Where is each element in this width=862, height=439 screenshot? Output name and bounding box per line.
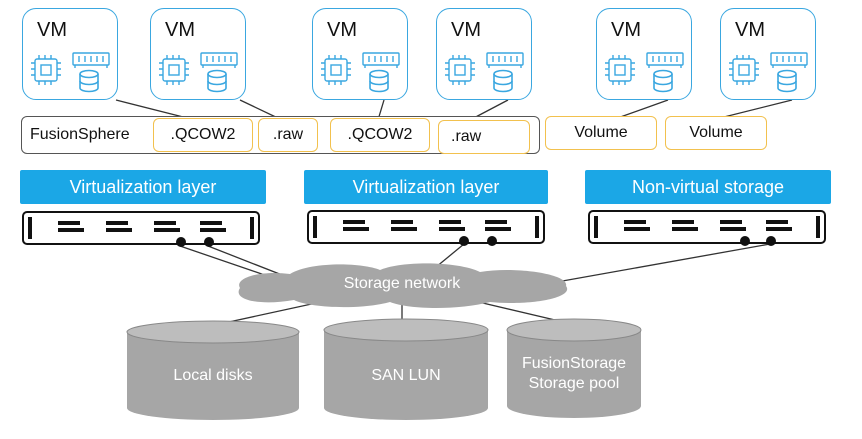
disk-icon [777, 69, 797, 93]
port-icon [204, 237, 214, 247]
memory-icon [72, 52, 110, 68]
virtualization-layer-bar: Virtualization layer [20, 170, 266, 204]
port-icon [487, 236, 497, 246]
format-raw: .raw [438, 120, 530, 154]
vm-icons [729, 52, 808, 93]
vm-icons [321, 52, 400, 93]
memory-icon [200, 52, 238, 68]
cpu-icon [31, 55, 61, 85]
port-icon [459, 236, 469, 246]
vm-label: VM [327, 19, 357, 41]
port-icon [766, 236, 776, 246]
vm-label: VM [735, 19, 765, 41]
memory-icon [646, 52, 684, 68]
vm-label: VM [165, 19, 195, 41]
disk-icon [493, 69, 513, 93]
format-raw: .raw [258, 118, 318, 152]
port-icon [740, 236, 750, 246]
vm-icons [605, 52, 684, 93]
disk-icon [653, 69, 673, 93]
memory-icon [362, 52, 400, 68]
vm-box: VM [436, 8, 532, 100]
vm-icons [31, 52, 110, 93]
vm-box: VM [150, 8, 246, 100]
cpu-icon [445, 55, 475, 85]
vm-label: VM [451, 19, 481, 41]
fusionsphere-label: FusionSphere [30, 126, 130, 143]
vm-box: VM [596, 8, 692, 100]
connector-server3-net [539, 243, 771, 286]
server-bays [28, 217, 254, 239]
server-icon [588, 210, 826, 246]
vm-box: VM [312, 8, 408, 100]
storage-cylinder [323, 318, 489, 420]
server-bays [313, 216, 539, 238]
non-virtual-storage-bar: Non-virtual storage [585, 170, 831, 204]
cpu-icon [605, 55, 635, 85]
disk-icon [207, 69, 227, 93]
cpu-icon [159, 55, 189, 85]
volume-box: Volume [665, 116, 767, 150]
cpu-icon [729, 55, 759, 85]
virtualization-layer-bar: Virtualization layer [304, 170, 548, 204]
vm-icons [445, 52, 524, 93]
vm-box: VM [22, 8, 118, 100]
storage-label-local-disks: Local disks [173, 367, 253, 384]
disk-icon [369, 69, 389, 93]
storage-network-label: Storage network [343, 275, 461, 292]
server-bays [594, 216, 820, 238]
memory-icon [486, 52, 524, 68]
vm-icons [159, 52, 238, 93]
memory-icon [770, 52, 808, 68]
storage-network-cloud [238, 263, 568, 308]
volume-box: Volume [545, 116, 657, 150]
vm-label: VM [37, 19, 67, 41]
storage-cylinder [506, 318, 642, 418]
vm-label: VM [611, 19, 641, 41]
format-qcow2: .QCOW2 [330, 118, 430, 152]
server-icon [307, 210, 545, 246]
format-qcow2: .QCOW2 [153, 118, 253, 152]
cpu-icon [321, 55, 351, 85]
disk-icon [79, 69, 99, 93]
storage-label-fusionstorage: FusionStorage [521, 355, 627, 372]
storage-label-san-lun: SAN LUN [371, 367, 441, 384]
vm-box: VM [720, 8, 816, 100]
port-icon [176, 237, 186, 247]
storage-label-storage-pool: Storage pool [528, 375, 620, 392]
storage-cylinder [126, 320, 300, 420]
server-icon [22, 211, 260, 247]
